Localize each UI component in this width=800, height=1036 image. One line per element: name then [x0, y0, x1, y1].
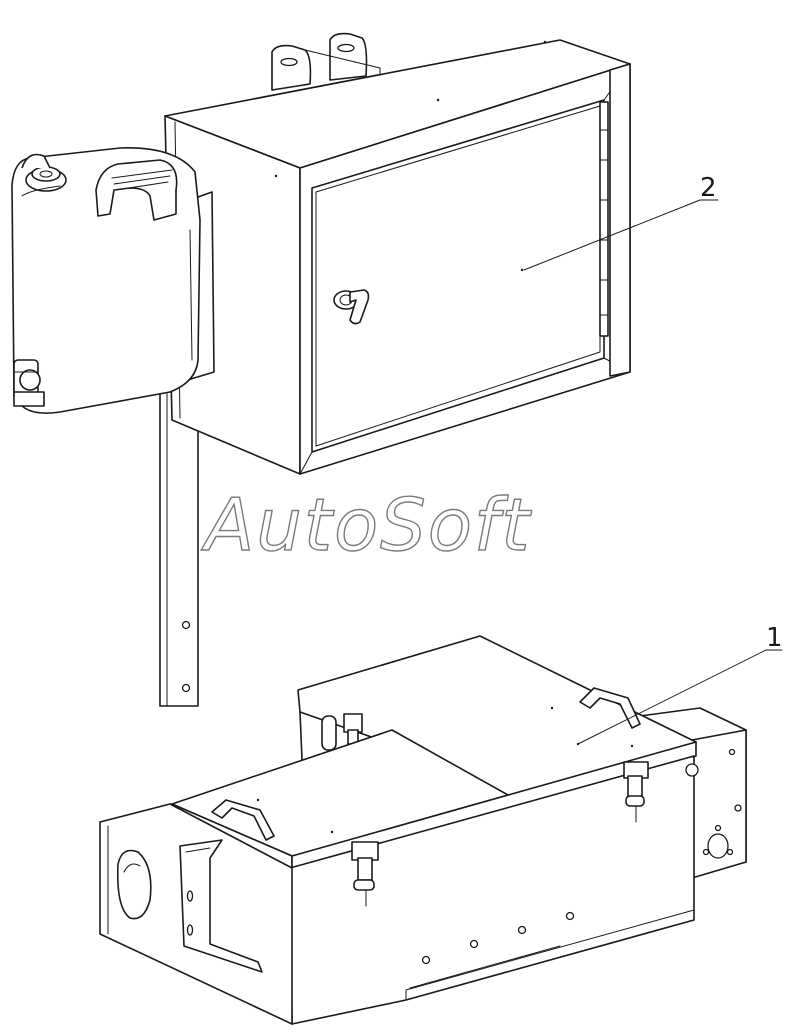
canister-cap: [21, 153, 67, 192]
watermark: AutoSoft: [201, 483, 532, 567]
post-hole-lower: [181, 683, 191, 693]
callout-label-1: 1: [766, 623, 783, 653]
water-canister: [11, 147, 201, 414]
mounting-ears: [271, 32, 381, 91]
post-hole-upper: [181, 620, 191, 630]
callout-1: 1: [577, 623, 783, 745]
end-opening: [116, 849, 152, 920]
lower-toolbox: [99, 635, 747, 1025]
end-bracket: [179, 839, 263, 973]
back-latch: [321, 713, 363, 751]
upper-cabinet: [164, 32, 631, 475]
callout-label-2: 2: [700, 173, 717, 203]
callout-2: 2: [523, 173, 719, 271]
t-handle-lock: [333, 289, 370, 325]
front-latch-right: [623, 761, 649, 823]
mounting-post: [159, 379, 199, 707]
door-hinge: [599, 101, 609, 337]
canister-tap: [13, 359, 45, 407]
lid-handle-front: [211, 799, 275, 841]
front-latch-left: [351, 841, 379, 907]
lid-handle-back: [579, 687, 641, 729]
